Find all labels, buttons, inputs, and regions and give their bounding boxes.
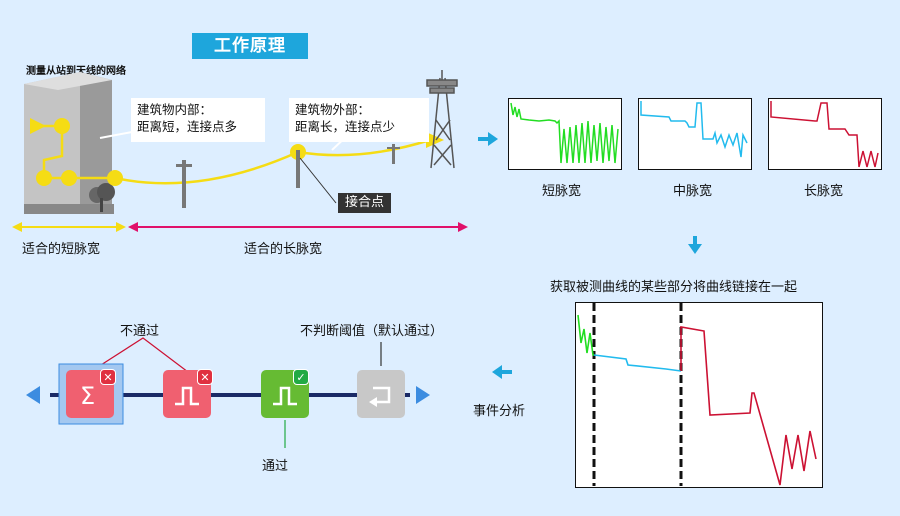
arrow-icon [688, 236, 702, 254]
arrow-icon [478, 132, 498, 146]
medium-pulse-label: 中脉宽 [673, 184, 713, 199]
medium-pulse-trace [640, 101, 748, 158]
antenna-tower-icon [426, 70, 458, 169]
cross-icon: ✕ [100, 369, 116, 385]
tree-icon [89, 183, 115, 212]
callout-inside-building: 建筑物内部： 距离短，连接点多 [131, 98, 265, 142]
check-icon: ✓ [293, 369, 309, 385]
long-pulse-range-label: 适合的长脉宽 [244, 242, 323, 257]
utility-pole-icon [296, 150, 300, 188]
sigma-event-box[interactable]: Σ [66, 370, 114, 418]
short-pulse-label: 短脉宽 [542, 184, 582, 199]
pulse-event-box-pass[interactable] [261, 370, 309, 418]
sigma-icon: Σ [80, 382, 95, 410]
cross-icon: ✕ [197, 369, 213, 385]
long-pulse-trace [770, 101, 879, 168]
stitched-trace [577, 303, 817, 486]
diagram-subtitle: 测量从站到天线的网络 [26, 66, 126, 77]
return-icon [369, 386, 391, 407]
stitched-trace-panel [575, 302, 823, 488]
utility-pole-icon [387, 144, 400, 164]
callout-outside-building: 建筑物外部： 距离长，连接点少 [289, 98, 429, 142]
stitch-caption: 获取被测曲线的某些部分将曲线链接在一起 [550, 280, 798, 295]
threshold-label: 不判断阈值（默认通过） [300, 324, 444, 339]
fiber-path [30, 118, 444, 186]
short-pulse-trace-panel [508, 98, 622, 170]
right-arrow-icon [416, 386, 430, 404]
pulse-icon [273, 386, 297, 406]
left-arrow-icon [26, 386, 40, 404]
fail-label: 不通过 [120, 324, 160, 339]
short-pulse-range-bar [12, 222, 126, 232]
arrow-icon [492, 365, 512, 379]
pass-label: 通过 [262, 459, 289, 474]
event-analysis-caption: 事件分析 [473, 404, 526, 419]
junction-label: 接合点 [338, 193, 391, 213]
skip-event-box[interactable] [357, 370, 405, 418]
pulse-icon [175, 386, 199, 406]
long-pulse-range-bar [128, 222, 468, 232]
long-pulse-label: 长脉宽 [804, 184, 844, 199]
svg-text:Σ: Σ [80, 382, 95, 410]
long-pulse-trace-panel [768, 98, 882, 170]
short-pulse-trace [510, 102, 619, 164]
short-pulse-range-label: 适合的短脉宽 [22, 242, 101, 257]
page-title: 工作原理 [192, 33, 308, 59]
medium-pulse-trace-panel [638, 98, 752, 170]
utility-pole-icon [176, 160, 192, 208]
